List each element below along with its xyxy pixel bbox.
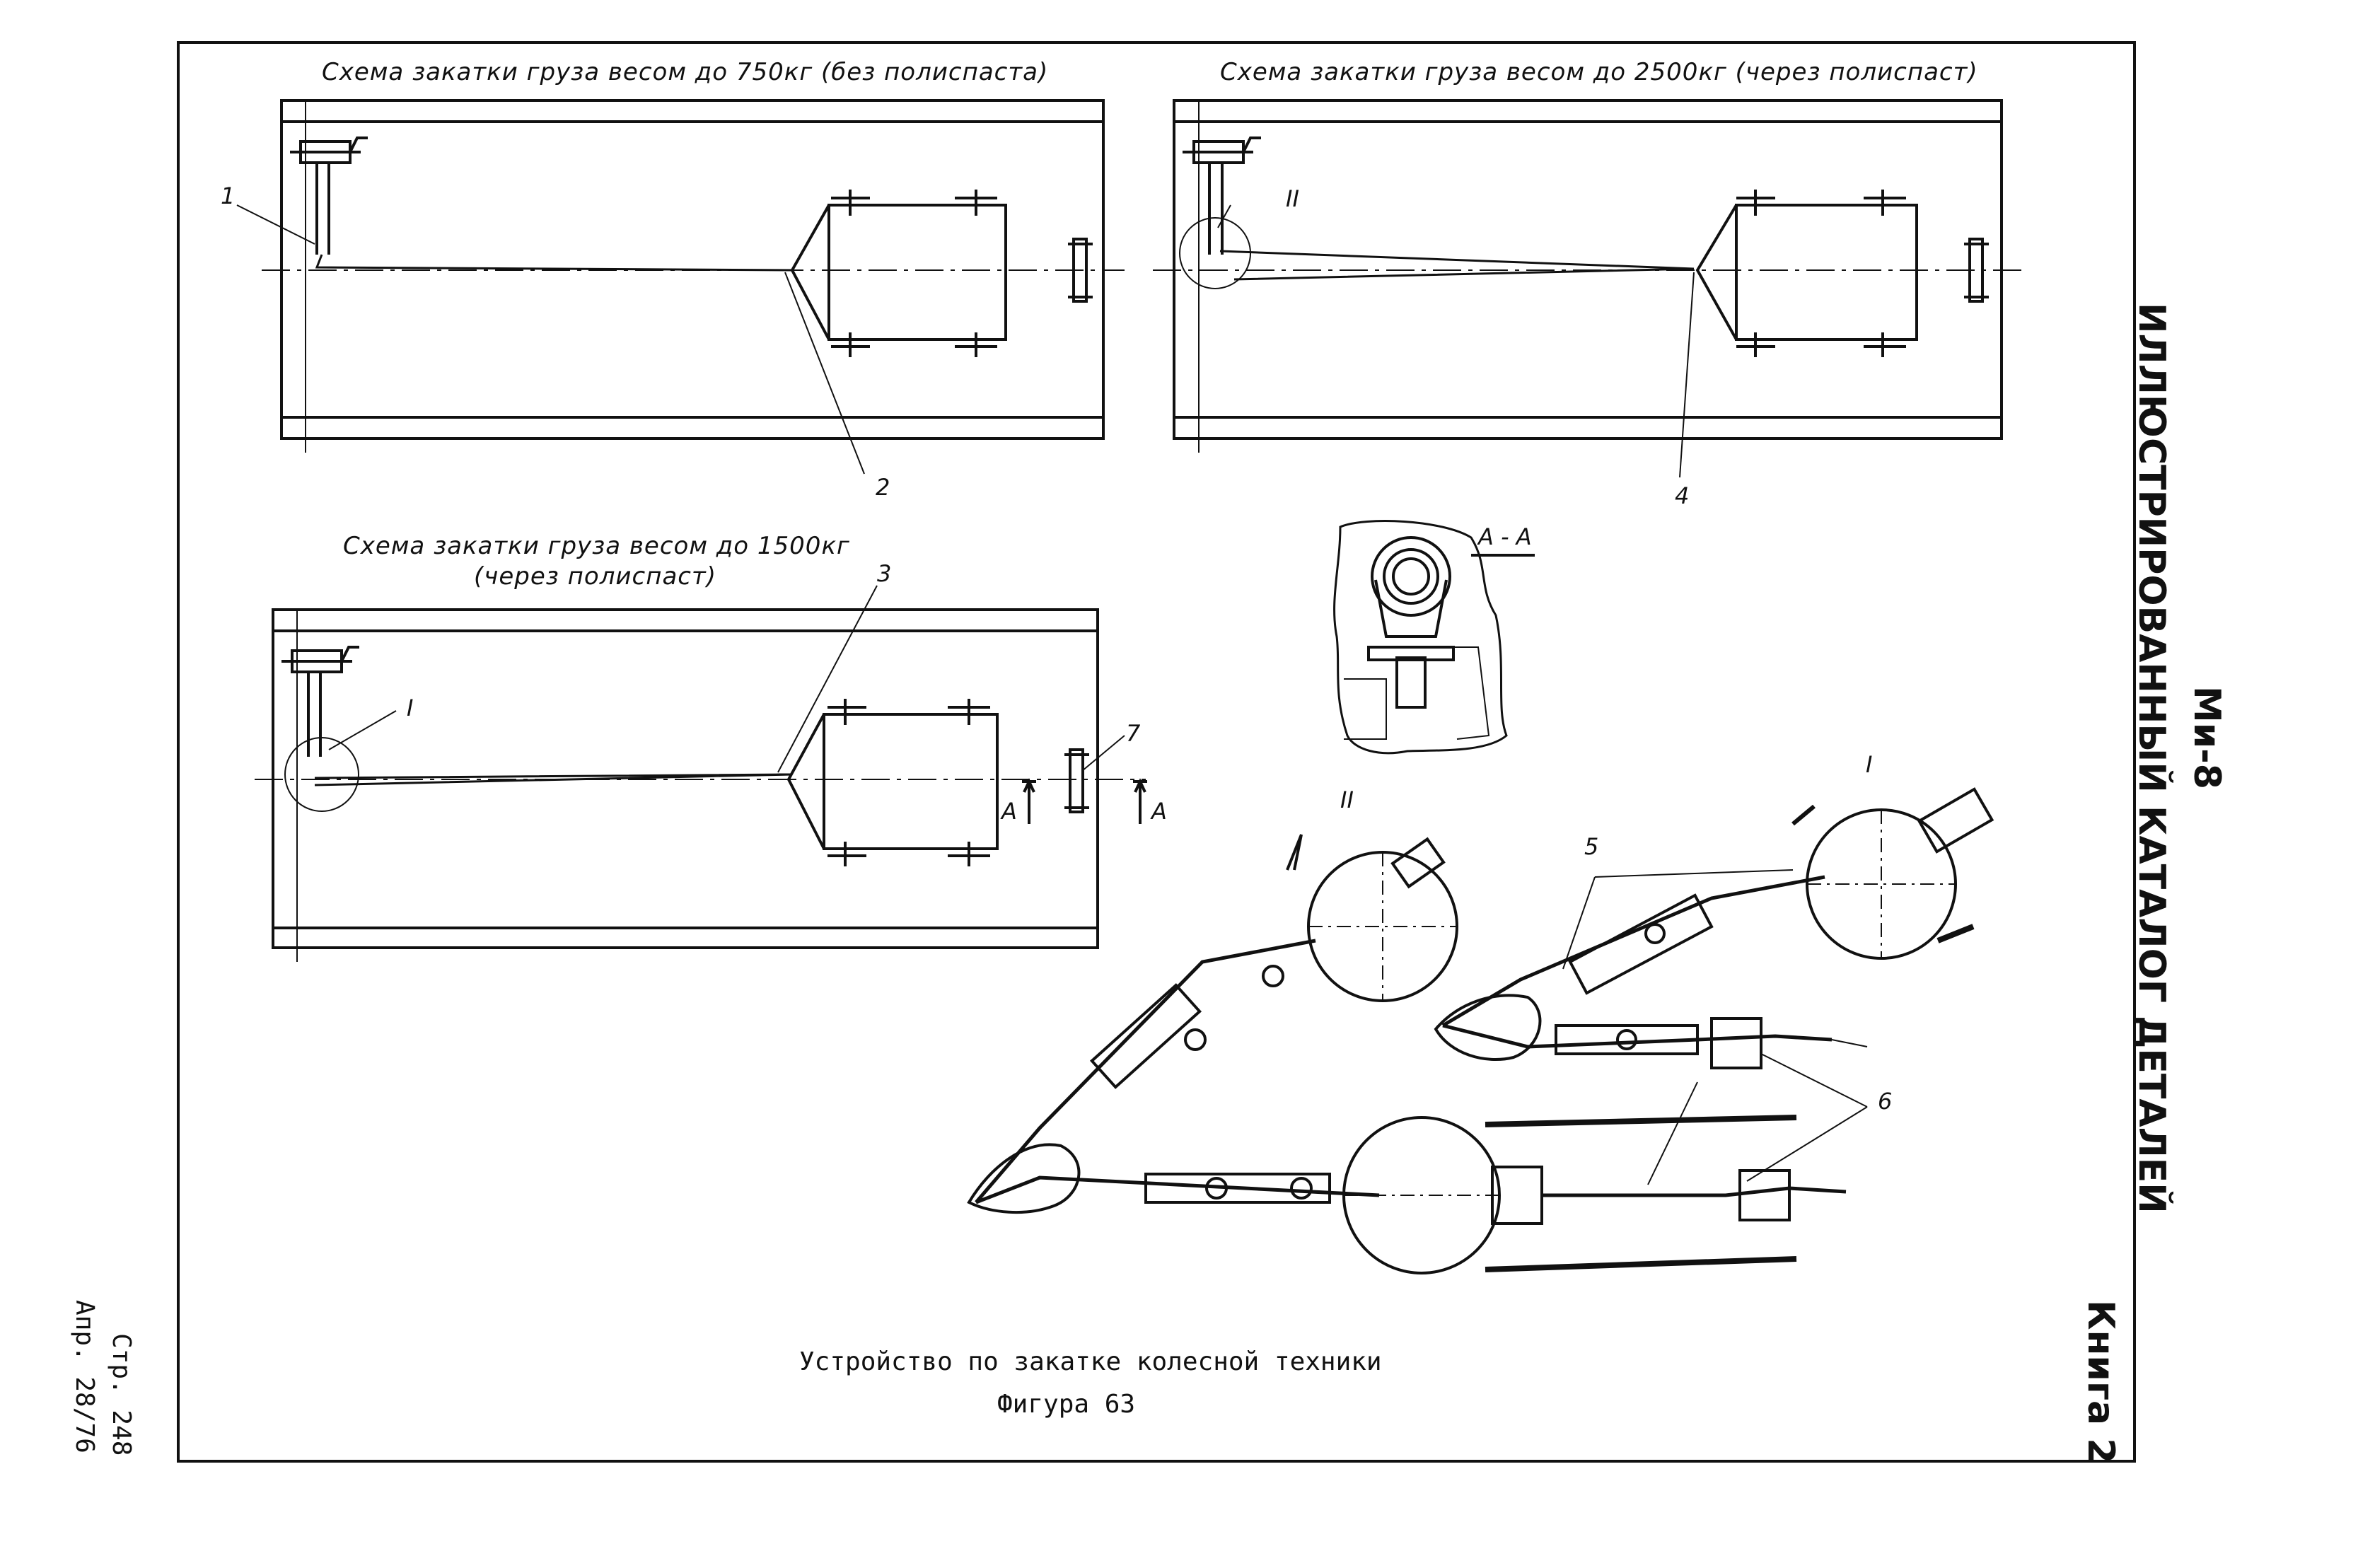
callout-5: 5 [1584,833,1599,860]
roman-ii-scheme: II [1286,185,1299,212]
side-book: Книга 2 [2079,1300,2122,1464]
callout-7: 7 [1126,720,1141,747]
scheme-750-drawing [236,99,1125,475]
callout-6: 6 [1878,1088,1893,1115]
roman-ii-detail: II [1340,786,1354,813]
callout-1: 1 [221,182,236,209]
figure-number: Фигура 63 [997,1390,1136,1419]
callout-3: 3 [877,560,892,587]
detail-i-drawing [1434,787,1994,1182]
section-aa-drawing [1333,520,1535,755]
side-model: Ми-8 [2185,686,2228,789]
scheme-1500-drawing [255,585,1147,962]
scheme-2500-drawing [1153,99,2023,478]
scheme-2500-title: Схема закатки груза весом до 2500кг (чер… [1220,58,1978,86]
section-aa-label: A - A [1478,523,1532,550]
page-number: Стр. 248 [107,1333,136,1456]
side-catalog-title: ИЛЛЮСТРИРОВАННЫЙ КАТАЛОГ ДЕТАЛЕЙ [2130,303,2173,1214]
figure-caption: Устройство по закатке колесной техники [799,1347,1382,1376]
roman-i-scheme: I [407,695,414,721]
callout-2: 2 [876,474,890,501]
drawing-frame [177,41,2136,1463]
scheme-1500-subtitle: (через полиспаст) [474,562,717,591]
section-a-label-left: A [1001,798,1017,825]
scheme-750-title: Схема закатки груза весом до 750кг (без … [322,58,1049,86]
section-a-label-right: A [1151,798,1167,825]
detail-ii-drawing [967,834,1847,1274]
page-date: Апр. 28/76 [70,1300,99,1453]
roman-i-detail: I [1866,751,1873,778]
callout-4: 4 [1675,482,1690,509]
scheme-1500-title: Схема закатки груза весом до 1500кг [343,532,850,560]
